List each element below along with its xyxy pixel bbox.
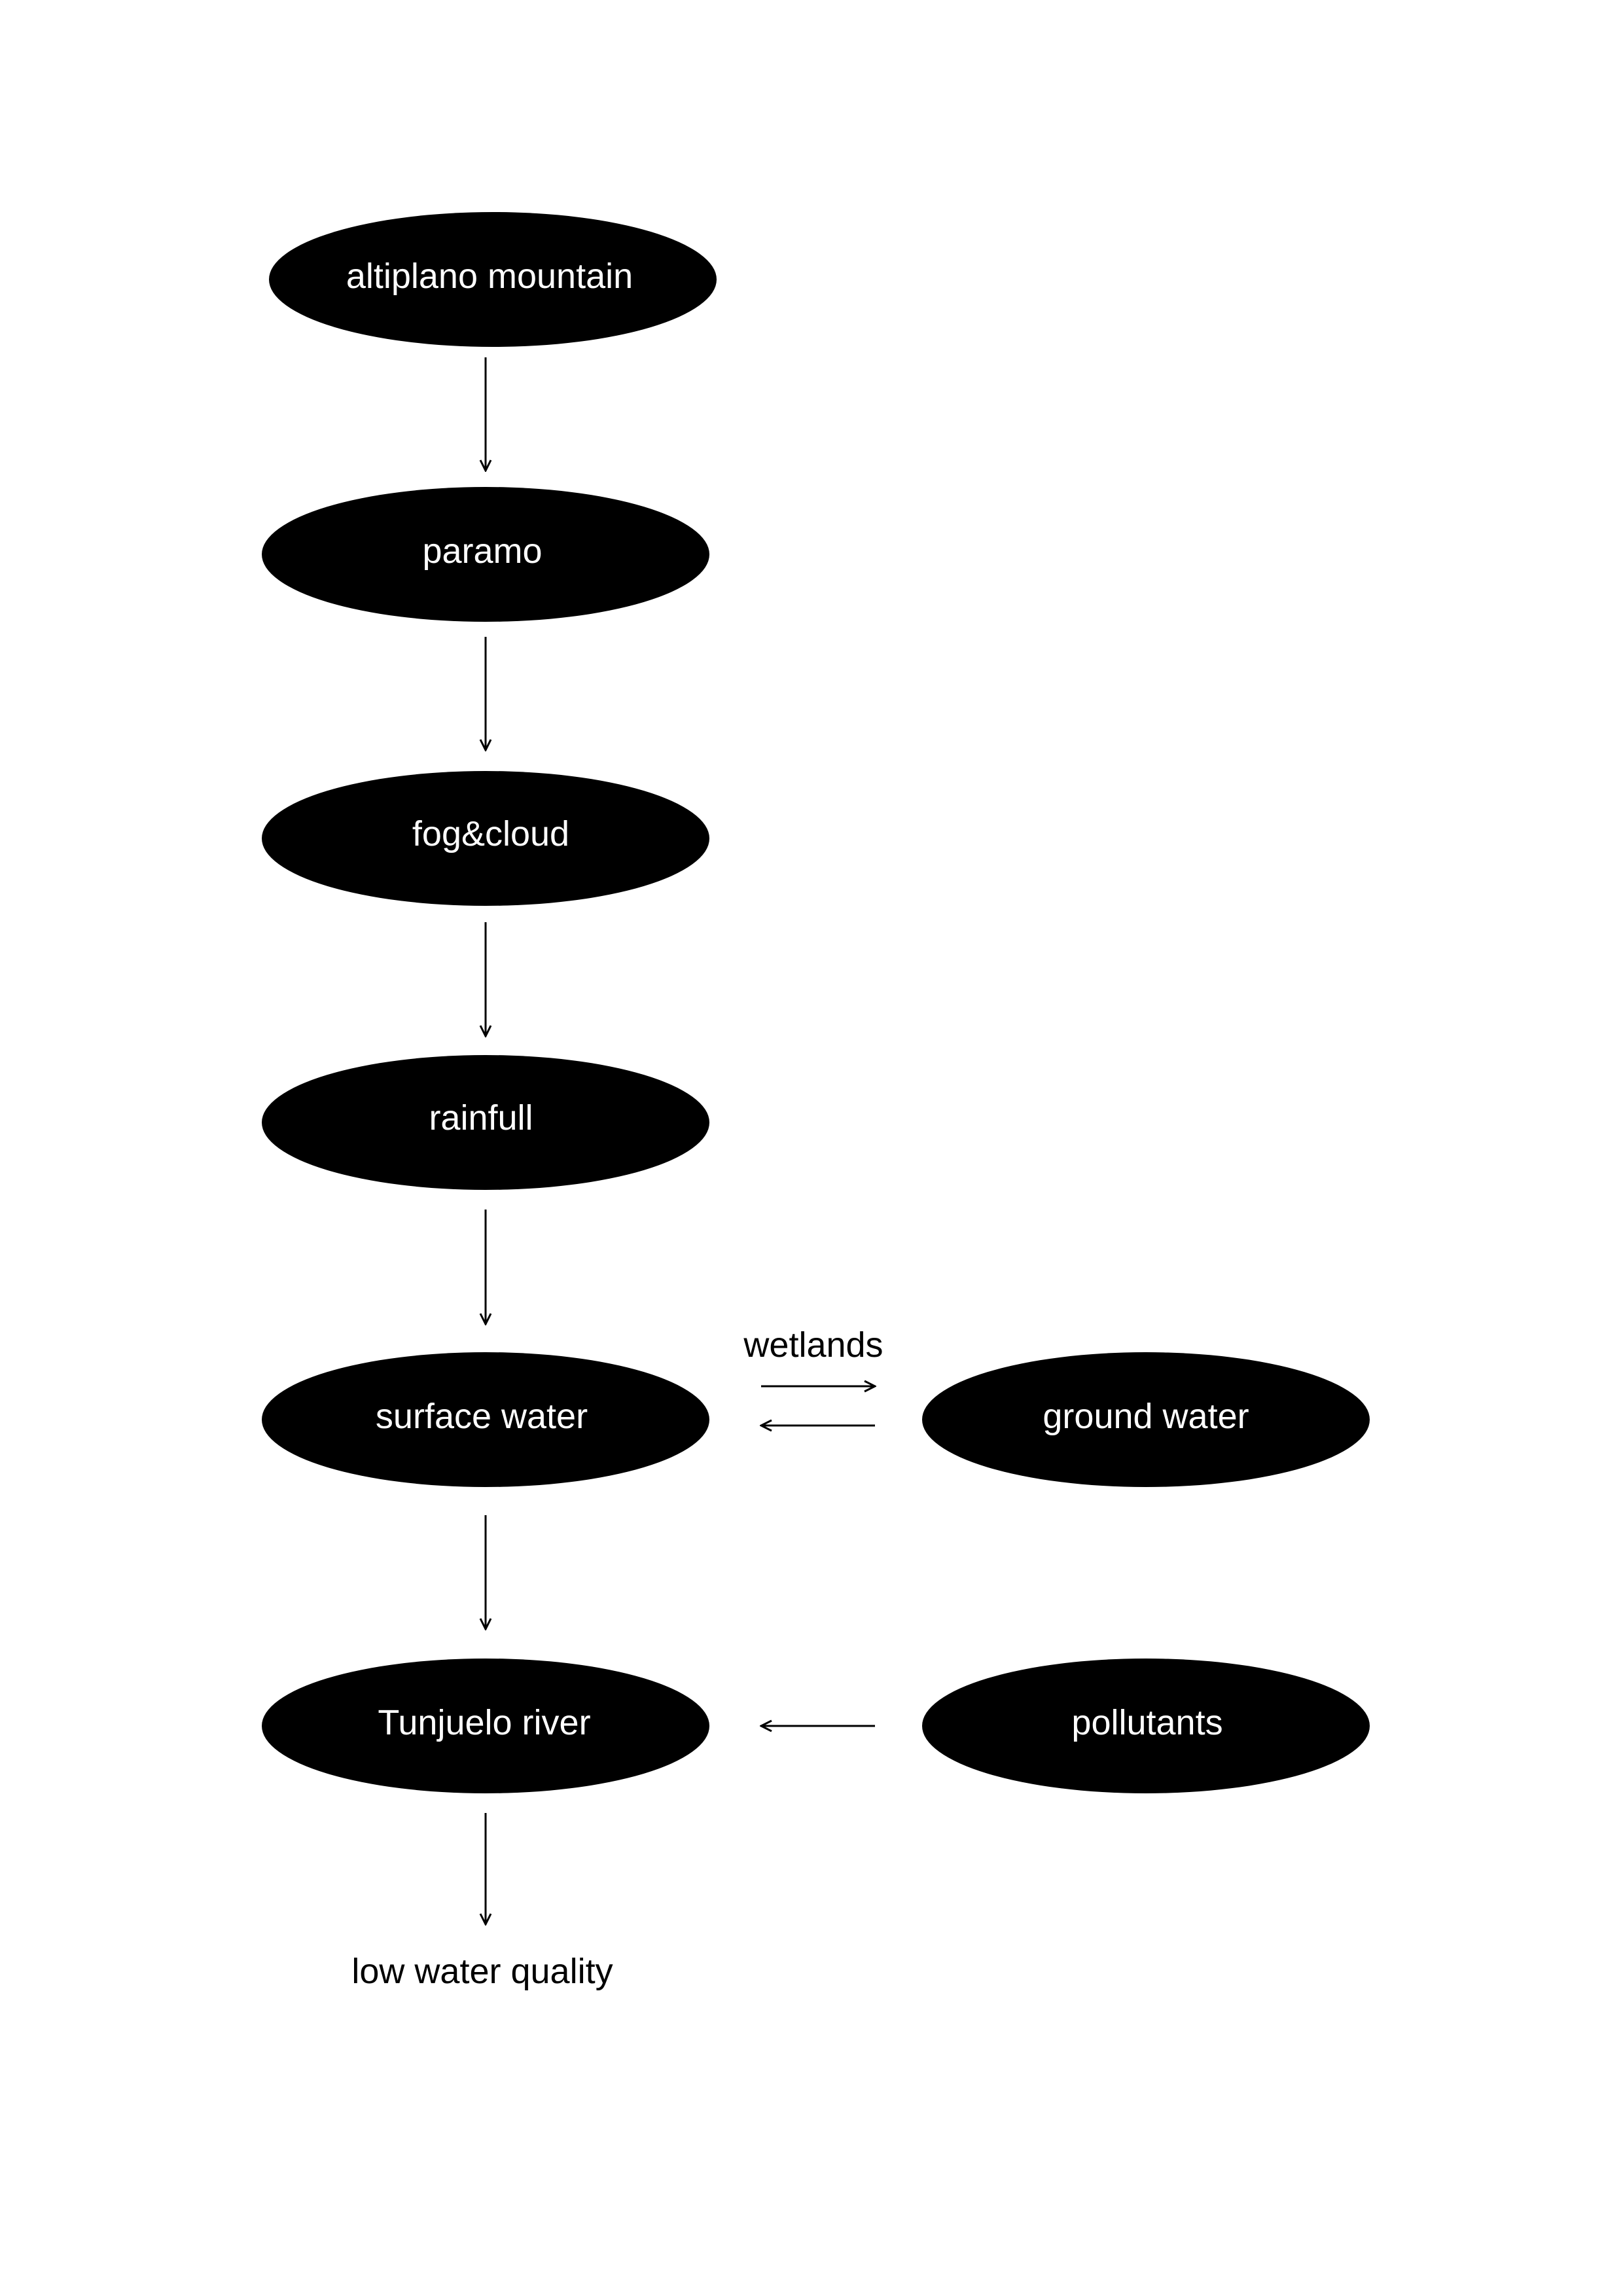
wetlands-label: wetlands bbox=[743, 1325, 883, 1365]
node-fog-cloud: fog&cloud bbox=[262, 771, 709, 906]
node-label: pollutants bbox=[1071, 1703, 1222, 1742]
node-surface-water: surface water bbox=[262, 1352, 709, 1487]
node-label: paramo bbox=[422, 531, 542, 571]
node-label: ground water bbox=[1043, 1397, 1249, 1436]
node-label: rainfull bbox=[429, 1098, 533, 1138]
node-label: fog&cloud bbox=[412, 814, 569, 853]
node-label: Tunjuelo river bbox=[378, 1703, 590, 1742]
node-paramo: paramo bbox=[262, 487, 709, 622]
outcome-label: low water quality bbox=[351, 1952, 613, 1991]
node-pollutants: pollutants bbox=[922, 1659, 1370, 1793]
node-label: altiplano mountain bbox=[346, 257, 633, 296]
node-rainfall: rainfull bbox=[262, 1055, 709, 1190]
node-altiplano-mountain: altiplano mountain bbox=[269, 212, 717, 347]
node-ground-water: ground water bbox=[922, 1352, 1370, 1487]
node-tunjuelo-river: Tunjuelo river bbox=[262, 1659, 709, 1793]
node-label: surface water bbox=[376, 1397, 588, 1436]
